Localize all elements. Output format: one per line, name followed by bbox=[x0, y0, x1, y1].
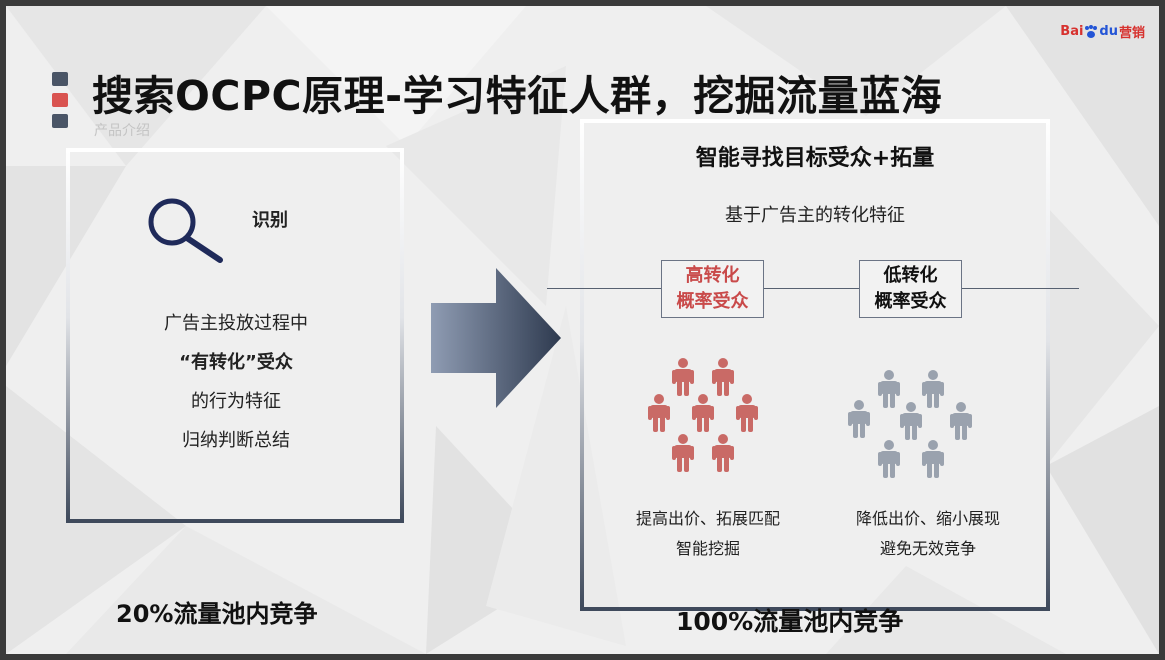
page-title: 搜索OCPC原理-学习特征人群，挖掘流量蓝海 bbox=[92, 72, 943, 120]
search-icon bbox=[148, 198, 223, 263]
high-conversion-people-icon bbox=[648, 358, 758, 472]
slide: Bai du 营销 搜索OCPC原理-学习特征人群，挖掘流量蓝海 产品介绍 识别… bbox=[6, 6, 1159, 654]
tag-line: 低转化 bbox=[883, 265, 938, 286]
identify-label: 识别 bbox=[252, 210, 288, 231]
left-desc-line: “有转化”受众 bbox=[179, 352, 293, 373]
left-description: 广告主投放过程中 “有转化”受众 的行为特征 归纳判断总结 bbox=[116, 304, 356, 460]
right-bottom-caption: 100%流量池内竞争 bbox=[676, 607, 904, 636]
bullet-red bbox=[52, 93, 68, 107]
note-line: 智能挖掘 bbox=[675, 539, 740, 558]
high-conversion-tag: 高转化 概率受众 bbox=[661, 260, 764, 318]
left-desc-line: 的行为特征 bbox=[191, 391, 281, 412]
low-conversion-note: 降低出价、缩小展现 避免无效竞争 bbox=[808, 504, 1048, 564]
baidu-logo: Bai du 营销 bbox=[1060, 24, 1145, 41]
paw-icon bbox=[1084, 24, 1098, 39]
note-line: 提高出价、拓展匹配 bbox=[635, 509, 780, 528]
right-panel-frame bbox=[580, 119, 1050, 611]
tag-line: 概率受众 bbox=[676, 291, 749, 312]
left-panel-frame bbox=[66, 148, 404, 523]
high-conversion-note: 提高出价、拓展匹配 智能挖掘 bbox=[588, 504, 828, 564]
left-desc-line: 归纳判断总结 bbox=[182, 430, 290, 451]
note-line: 避免无效竞争 bbox=[879, 539, 976, 558]
right-subtitle: 基于广告主的转化特征 bbox=[725, 205, 905, 226]
left-desc-line: 广告主投放过程中 bbox=[164, 313, 308, 334]
note-line: 降低出价、缩小展现 bbox=[855, 509, 1000, 528]
bullet-dark bbox=[52, 114, 68, 128]
divider-line bbox=[547, 288, 1079, 289]
bullet-dark bbox=[52, 72, 68, 86]
right-title: 智能寻找目标受众+拓量 bbox=[695, 146, 935, 171]
low-conversion-people-icon bbox=[848, 370, 972, 478]
right-arrow-icon bbox=[431, 268, 561, 408]
tag-line: 概率受众 bbox=[874, 291, 947, 312]
title-bullets bbox=[52, 72, 68, 135]
left-bottom-caption: 20%流量池内竞争 bbox=[116, 600, 318, 628]
tag-line: 高转化 bbox=[685, 265, 740, 286]
low-conversion-tag: 低转化 概率受众 bbox=[859, 260, 962, 318]
page-subtitle: 产品介绍 bbox=[94, 123, 150, 139]
